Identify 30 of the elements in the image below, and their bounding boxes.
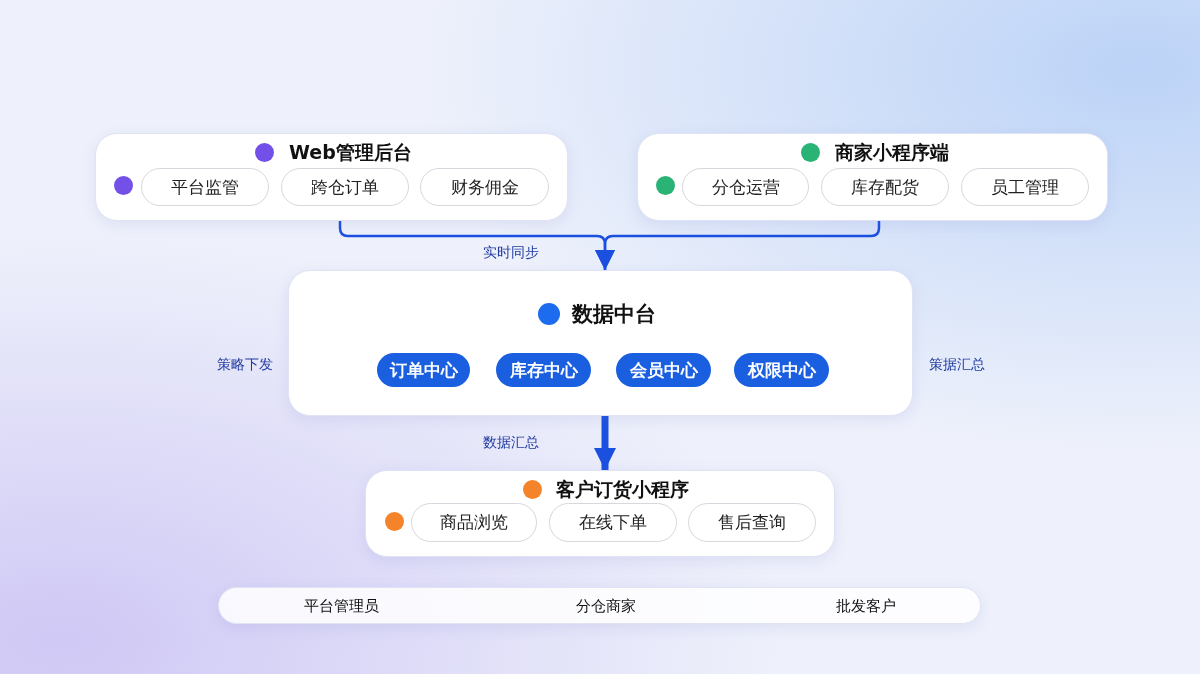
role-label: 平台管理员 — [303, 596, 379, 616]
role-band — [218, 587, 981, 624]
role-label: 批发客户 — [836, 596, 896, 616]
side-label: 策略下发 — [216, 355, 274, 373]
feature-pill: 商品浏览 — [411, 503, 537, 542]
card-title: Web管理后台 — [289, 140, 412, 164]
module-pill: 订单中心 — [377, 353, 470, 387]
module-card — [95, 133, 568, 221]
edge-label: 数据汇总 — [482, 433, 540, 451]
feature-pill: 分仓运营 — [682, 168, 809, 206]
feature-pill: 售后查询 — [688, 503, 816, 542]
side-label: 策据汇总 — [928, 355, 986, 373]
role-label: 分仓商家 — [576, 596, 636, 616]
feature-pill: 跨仓订单 — [281, 168, 409, 206]
feature-pill: 在线下单 — [549, 503, 677, 542]
module-card — [637, 133, 1108, 221]
card-title: 商家小程序端 — [835, 140, 949, 164]
module-pill: 库存中心 — [496, 353, 591, 387]
arrow — [594, 416, 616, 470]
card-title: 客户订货小程序 — [556, 477, 689, 501]
feature-pill: 员工管理 — [961, 168, 1089, 206]
module-card — [365, 470, 835, 557]
card-title: 数据中台 — [572, 302, 656, 326]
module-pill: 权限中心 — [734, 353, 829, 387]
module-pill: 会员中心 — [616, 353, 711, 387]
module-card — [288, 270, 913, 416]
feature-pill: 库存配货 — [821, 168, 949, 206]
edge-label: 实时同步 — [482, 243, 540, 261]
feature-pill: 财务佣金 — [420, 168, 549, 206]
feature-pill: 平台监管 — [141, 168, 269, 206]
